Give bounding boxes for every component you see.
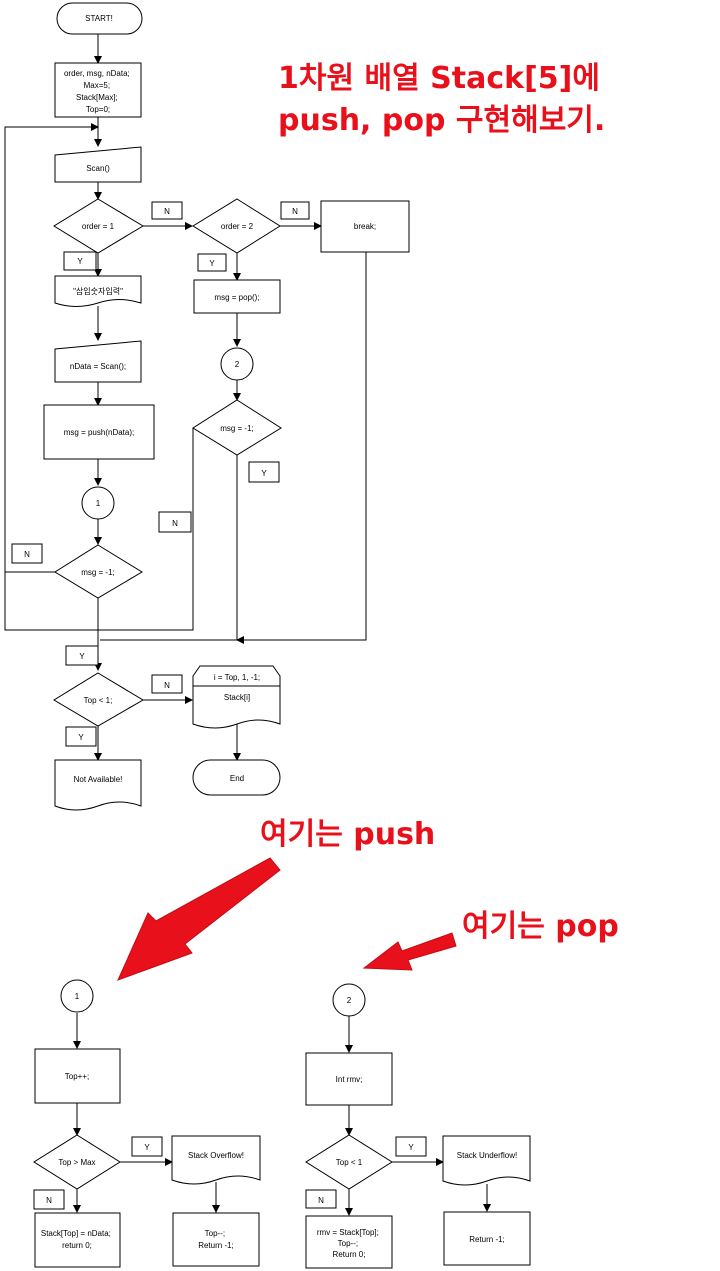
pop-label-y: [395, 1136, 427, 1157]
label-y-merge: [65, 645, 99, 666]
label-y-top-text: Y: [78, 733, 84, 742]
title-line-1: 1차원 배열 Stack[5]에: [278, 61, 600, 96]
push-step-label: Top++;: [65, 1072, 89, 1081]
push-call-label: msg = push(nData);: [64, 428, 134, 437]
label-n-pop-msg: [158, 511, 192, 533]
push-connector-1: [60, 979, 94, 1013]
scan-ndata-input: [54, 340, 142, 383]
print-label: Stack[i]: [224, 693, 250, 702]
label-n-push-msg-text: N: [24, 550, 30, 559]
break-process: [320, 200, 410, 253]
loop-label: i = Top, 1, -1;: [214, 673, 260, 682]
push-decision-label: Top > Max: [58, 1158, 95, 1167]
start-terminator: [56, 2, 143, 35]
scan-ndata-label: nData = Scan();: [70, 362, 126, 371]
label-n-order1: [151, 201, 183, 220]
init-process: [54, 62, 142, 118]
pop-step-process: [305, 1052, 393, 1106]
pop-step-label: Int rmv;: [336, 1075, 363, 1084]
overflow-action-label: Top--; Return -1;: [198, 1229, 234, 1250]
end-terminator: [192, 759, 281, 796]
pop-take-process: [305, 1215, 393, 1269]
push-store-process: [34, 1212, 121, 1268]
break-label: break;: [354, 222, 376, 231]
decision-order-2: [192, 198, 281, 254]
underflow-action-process: [443, 1211, 531, 1266]
scan-label: Scan(): [86, 164, 110, 173]
pop-label-n: [305, 1189, 337, 1209]
prompt-document: [54, 275, 142, 307]
push-store-label: Stack[Top] = nData; return 0;: [41, 1229, 113, 1250]
decision-top-lt-1-label: Top < 1;: [84, 696, 113, 705]
push-step-process: [34, 1048, 121, 1104]
decision-order-1-label: order = 1: [82, 222, 115, 231]
label-n-pop-msg-text: N: [172, 519, 178, 528]
label-n-order1-text: N: [164, 207, 170, 216]
push-connector-label: 1: [75, 992, 80, 1001]
label-y-top: [65, 726, 97, 747]
connector-2-label: 2: [235, 360, 240, 369]
decision-push-msg: [54, 544, 143, 599]
pop-label-n-text: N: [318, 1196, 324, 1205]
decision-order-2-label: order = 2: [221, 222, 254, 231]
decision-push-msg-label: msg = -1;: [81, 568, 115, 577]
start-label: START!: [85, 14, 113, 23]
init-label: order, msg, nData; Max=5; Stack[Max]; To…: [64, 69, 132, 114]
pop-call-process: [193, 279, 281, 314]
label-n-push-msg: [11, 543, 43, 564]
label-n-order2: [280, 201, 310, 220]
overflow-document: [171, 1135, 261, 1185]
push-label-n: [33, 1189, 65, 1210]
underflow-label: Stack Underflow!: [457, 1151, 517, 1160]
label-y-pop-msg: [248, 461, 280, 483]
label-n-top: [151, 674, 183, 694]
main-flow-connectors: [4, 34, 367, 761]
push-call-process: [43, 404, 155, 460]
push-flow-connectors: [73, 1013, 220, 1213]
underflow-action-label: Return -1;: [469, 1235, 505, 1244]
not-available-label: Not Available!: [74, 775, 123, 784]
decision-top-lt-1: [53, 672, 144, 727]
push-label-n-text: N: [46, 1196, 52, 1205]
loop-print-shape: [192, 665, 281, 729]
pop-decision: [305, 1134, 393, 1190]
label-y-pop-msg-text: Y: [261, 469, 267, 478]
label-n-top-text: N: [164, 681, 170, 690]
pop-note: 여기는 pop: [462, 909, 619, 944]
not-available-document: [54, 759, 142, 811]
end-label: End: [230, 774, 244, 783]
label-y-order2: [197, 253, 227, 272]
push-label-y-text: Y: [144, 1143, 150, 1152]
pop-pointer-arrow: [362, 932, 457, 971]
scan-input: [54, 146, 142, 183]
label-y-order2-text: Y: [209, 259, 215, 268]
connector-2: [220, 347, 254, 381]
label-n-order2-text: N: [292, 207, 298, 216]
decision-pop-msg-label: msg = -1;: [220, 424, 254, 433]
title-line-2: push, pop 구현해보기.: [278, 103, 605, 138]
connector-1: [81, 486, 115, 520]
pop-connector-label: 2: [347, 996, 352, 1005]
prompt-label: "삽입숫자입력": [73, 286, 123, 296]
push-pointer-arrow: [117, 857, 281, 981]
label-y-merge-text: Y: [79, 652, 85, 661]
pop-connector-2: [332, 983, 366, 1017]
decision-pop-msg: [192, 399, 282, 456]
overflow-label: Stack Overflow!: [188, 1151, 244, 1160]
pop-flow-connectors: [345, 1016, 491, 1216]
pop-decision-label: Top < 1: [336, 1158, 363, 1167]
pop-label-y-text: Y: [408, 1143, 414, 1152]
connector-1-label: 1: [96, 499, 101, 508]
push-note: 여기는 push: [260, 817, 435, 852]
label-y-order1-text: Y: [77, 257, 83, 266]
label-y-order1: [63, 251, 97, 271]
pop-call-label: msg = pop();: [214, 293, 259, 302]
push-decision: [33, 1134, 121, 1190]
pop-take-label: rmv = Stack[Top]; Top--; Return 0;: [317, 1228, 381, 1259]
underflow-document: [442, 1135, 531, 1186]
push-label-y: [131, 1136, 163, 1157]
decision-order-1: [53, 198, 144, 254]
overflow-action-process: [172, 1212, 260, 1267]
